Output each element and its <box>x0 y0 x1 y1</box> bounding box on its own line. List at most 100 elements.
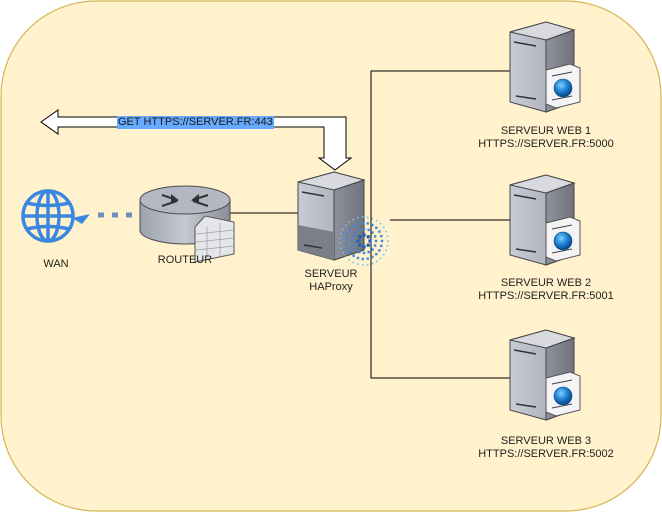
cluster-node <box>386 245 389 247</box>
cluster-node <box>366 222 369 225</box>
cluster-node <box>385 230 387 233</box>
cluster-node <box>351 244 355 247</box>
web-server-1-name: SERVEUR WEB 1 <box>500 125 592 137</box>
connections <box>98 70 510 379</box>
cluster-node <box>354 231 357 234</box>
cluster-node <box>362 227 366 231</box>
cluster-node <box>356 222 360 226</box>
cluster-node <box>362 233 366 237</box>
cluster-node <box>373 244 377 247</box>
cluster-node <box>367 228 370 232</box>
cluster-node <box>357 217 359 219</box>
cluster-node <box>348 221 351 223</box>
haproxy-label-line2: HAProxy <box>309 281 353 293</box>
router-firewall-icon <box>139 185 235 263</box>
cluster-node <box>362 245 366 249</box>
cluster-node <box>362 216 364 218</box>
cluster-node <box>371 217 374 220</box>
cluster-node <box>340 233 342 235</box>
cluster-node <box>358 243 362 247</box>
cluster-node <box>339 237 341 240</box>
cluster-node <box>354 248 357 251</box>
cluster-node <box>356 239 360 243</box>
cluster-node <box>345 242 348 245</box>
cluster-node <box>380 239 384 243</box>
network-cluster-icon <box>339 216 389 266</box>
cluster-node <box>342 228 344 231</box>
globe-icon <box>21 189 90 243</box>
cluster-node <box>379 222 382 225</box>
web-server-3-url: HTTPS://SERVER.FR:5002 <box>478 448 614 460</box>
cluster-node <box>375 219 378 222</box>
cluster-node <box>382 253 385 256</box>
cluster-node <box>366 235 370 239</box>
web-server-icon <box>509 174 581 266</box>
cluster-node <box>379 257 382 260</box>
haproxy-label-line1: SERVEUR <box>304 268 358 280</box>
cluster-node <box>373 235 377 238</box>
cluster-node <box>375 226 378 229</box>
cluster-node <box>375 260 378 263</box>
cluster-node <box>382 226 385 229</box>
cluster-node <box>345 255 347 258</box>
web-server-2-label: SERVEUR WEB 2 HTTPS://SERVER.FR:5001 <box>466 277 626 303</box>
cluster-node <box>352 261 355 264</box>
cluster-node <box>385 249 387 252</box>
cluster-node <box>386 235 389 237</box>
cluster-node <box>352 218 355 221</box>
cluster-node <box>368 239 372 243</box>
cluster-node <box>371 231 374 234</box>
router-label: ROUTEUR <box>157 254 213 266</box>
cluster-node <box>361 221 364 225</box>
web-server-icon <box>509 21 581 113</box>
cluster-node <box>380 234 383 238</box>
cluster-node <box>374 239 378 243</box>
cluster-node <box>371 223 374 227</box>
cluster-node <box>348 259 351 261</box>
cluster-node <box>380 244 383 248</box>
cluster-node <box>342 251 344 254</box>
cluster-node <box>371 248 374 251</box>
cluster-node <box>356 256 360 260</box>
cluster-node <box>371 262 374 265</box>
cluster-node <box>346 247 349 250</box>
cluster-node <box>352 225 355 228</box>
cluster-node <box>387 240 389 242</box>
cluster-node <box>366 243 370 247</box>
web-server-3-name: SERVEUR WEB 3 <box>500 435 592 447</box>
request-label: GET HTTPS://SERVER.FR:443 <box>117 116 274 129</box>
cluster-node <box>345 237 348 240</box>
cluster-node <box>362 251 366 255</box>
cluster-node <box>348 251 352 254</box>
haproxy-bus-link <box>370 70 510 379</box>
cluster-node <box>378 249 381 252</box>
cluster-node <box>358 250 361 254</box>
cluster-node <box>358 235 362 239</box>
cluster-node <box>367 250 370 254</box>
cluster-node <box>366 216 369 219</box>
cluster-node <box>366 257 369 260</box>
wan-label: WAN <box>43 258 69 270</box>
cluster-node <box>375 253 378 256</box>
cluster-node <box>345 224 347 227</box>
haproxy-label: SERVEUR HAProxy <box>291 268 371 294</box>
web-server-3-label: SERVEUR WEB 3 HTTPS://SERVER.FR:5002 <box>466 435 626 461</box>
load-balancer-server-icon <box>297 171 389 266</box>
cluster-node <box>351 235 355 238</box>
web-server-icon <box>509 329 581 421</box>
cluster-node <box>371 255 374 259</box>
web-server-2-url: HTTPS://SERVER.FR:5001 <box>478 290 614 302</box>
cluster-node <box>362 264 364 266</box>
cluster-node <box>378 230 381 233</box>
cluster-node <box>350 239 354 243</box>
cluster-node <box>339 242 341 245</box>
web-server-1-url: HTTPS://SERVER.FR:5000 <box>478 138 614 150</box>
cluster-node <box>352 254 355 257</box>
cluster-node <box>366 263 369 266</box>
cluster-node <box>358 228 361 232</box>
cluster-node <box>357 263 359 265</box>
cluster-node <box>348 228 352 231</box>
cluster-node <box>361 257 364 261</box>
web-server-2-name: SERVEUR WEB 2 <box>500 277 592 289</box>
cluster-node <box>340 247 342 249</box>
